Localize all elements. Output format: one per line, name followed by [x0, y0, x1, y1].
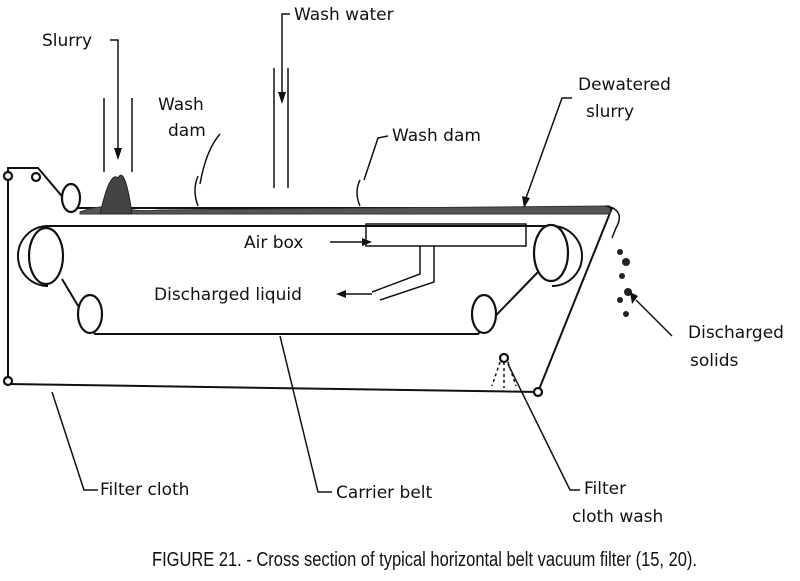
feed-roller: [60, 182, 82, 214]
label-slurry: Slurry: [42, 31, 92, 51]
arrowheads: [114, 92, 638, 304]
label-wash-dam-left-1: Wash: [158, 95, 204, 115]
wash-dam-left: [194, 175, 199, 207]
cloth-roller-br: [532, 386, 544, 398]
discharge-pipe: [371, 246, 435, 301]
filter-cloth-loop: [7, 167, 614, 394]
left-drive-roller: [27, 226, 65, 286]
label-wash-dam-left-2: dam: [168, 121, 206, 141]
cloth-wash-nozzle: [498, 352, 510, 364]
slurry-pile: [99, 174, 133, 215]
right-drive-roller: [532, 223, 570, 283]
air-box: [365, 223, 527, 247]
cloth-roller-bl: [2, 375, 14, 387]
label-filter-cloth-wash-2: cloth wash: [572, 507, 663, 527]
label-dewatered-2: slurry: [586, 102, 634, 122]
wash-dam-right: [356, 179, 361, 207]
slurry-feed-pipe: [103, 98, 133, 172]
wash-water-pipe: [273, 68, 289, 188]
wash-spray: [491, 361, 517, 388]
label-wash-dam-right: Wash dam: [392, 126, 481, 146]
label-filter-cloth-wash-1: Filter: [584, 479, 626, 499]
discharged-solids: [617, 249, 632, 317]
label-discharged-solids-2: solids: [690, 351, 738, 371]
cloth-roller-tl2: [30, 171, 42, 183]
label-wash-water: Wash water: [294, 5, 394, 25]
label-filter-cloth: Filter cloth: [100, 480, 189, 500]
right-lower-roller: [470, 293, 498, 335]
cloth-roller-tl: [2, 170, 14, 182]
leader-lines: [51, 13, 673, 493]
label-carrier-belt: Carrier belt: [336, 483, 433, 503]
label-air-box: Air box: [244, 233, 303, 253]
label-discharged-liquid: Discharged liquid: [154, 285, 302, 305]
figure-caption: FIGURE 21. - Cross section of typical ho…: [152, 549, 697, 571]
discharge-edge: [605, 205, 621, 239]
label-dewatered-1: Dewatered: [578, 75, 671, 95]
carrier-belt-ends: [17, 225, 583, 287]
label-discharged-solids-1: Discharged: [688, 323, 784, 343]
left-lower-roller: [76, 293, 104, 335]
